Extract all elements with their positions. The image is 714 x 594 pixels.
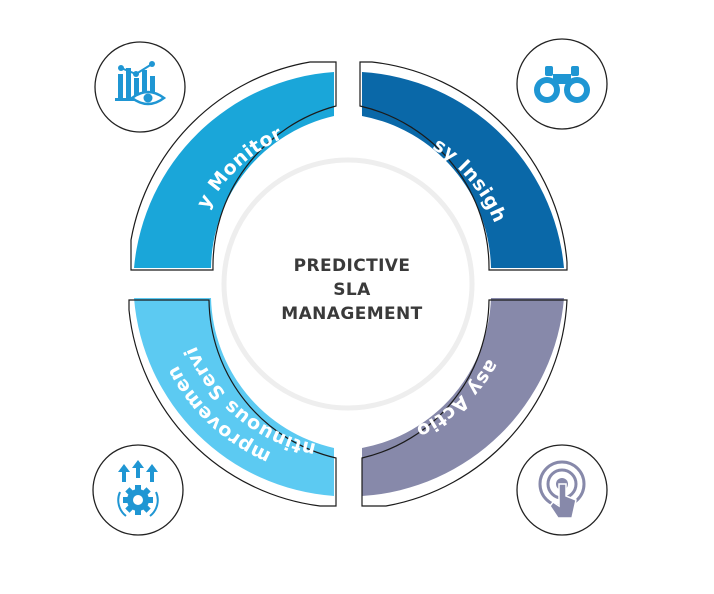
segment-easy-insights <box>362 72 564 268</box>
segment-continuous-improvement <box>134 298 334 496</box>
segment-easy-monitoring <box>134 72 334 268</box>
binoculars-icon <box>516 38 608 130</box>
center-line-1: PREDICTIVE <box>294 256 411 276</box>
segment-easy-action <box>362 298 564 496</box>
ring-outlines <box>128 61 568 507</box>
center-line-3: MANAGEMENT <box>281 304 422 324</box>
ring-segments <box>134 72 564 496</box>
monitoring-eye-icon <box>94 41 186 133</box>
touch-click-icon <box>516 444 608 536</box>
center-line-2: SLA <box>333 280 371 300</box>
center-hub: PREDICTIVE SLA MANAGEMENT <box>221 157 475 411</box>
gear-growth-icon <box>92 444 184 536</box>
